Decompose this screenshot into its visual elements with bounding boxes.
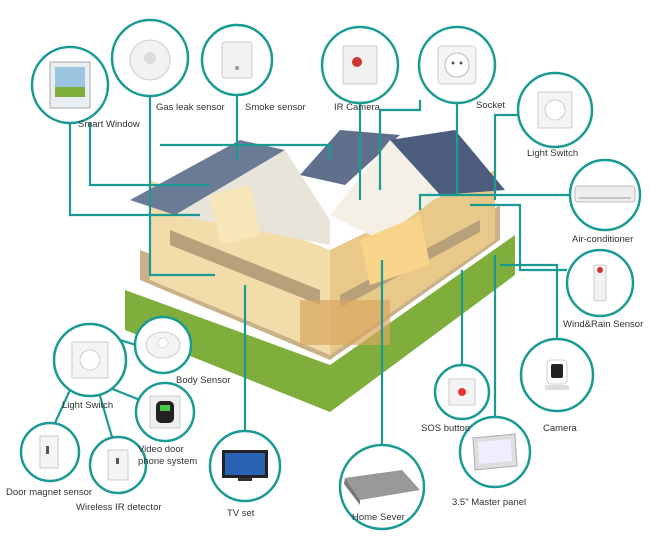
wireless-ir-detector-label: Wireless IR detector: [76, 502, 162, 513]
air-conditioner-label: Air-conditioner: [572, 234, 634, 245]
gas-leak-sensor-label: Gas leak sensor: [156, 102, 225, 113]
smoke-sensor-icon: [221, 41, 253, 79]
body-sensor-label: Body Sensor: [176, 375, 231, 386]
master-panel-label: 3.5" Master panel: [452, 497, 527, 508]
ir-camera-label: IR Camera: [334, 102, 380, 113]
body-sensor-icon: [145, 331, 181, 359]
wind-rain-sensor-icon: [593, 264, 607, 302]
window-icon: [49, 61, 91, 109]
light-switch-icon-left: [71, 341, 109, 379]
door-magnet-icon: [39, 435, 59, 469]
air-conditioner-icon: [574, 185, 636, 203]
master-panel-icon: [472, 433, 518, 471]
home-server-label: Home Sever: [352, 512, 405, 523]
socket-label: Socket: [476, 100, 506, 111]
light-switch-icon: [537, 91, 573, 129]
socket-icon: [437, 45, 477, 85]
tv-icon: [222, 450, 268, 481]
home-server-icon: [344, 470, 420, 505]
tv-set-label: TV set: [227, 508, 255, 519]
door-magnet-sensor-label: Door magnet sensor: [6, 487, 93, 498]
light-switch-left-label: Light Switch: [62, 400, 114, 411]
house-illustration: [125, 130, 515, 412]
ir-camera-icon: [342, 45, 378, 85]
smart-window-label: Smart Window: [78, 119, 140, 130]
sos-button-label: SOS button: [421, 423, 471, 434]
camera-label: Camera: [543, 423, 577, 434]
smoke-sensor-label: Smoke sensor: [245, 102, 306, 113]
light-switch-top-label: Light Switch: [527, 148, 579, 159]
sos-button-icon: [448, 378, 476, 406]
video-door-phone-icon: [149, 395, 181, 429]
wind-rain-sensor-label: Wind&Rain Sensor: [563, 319, 644, 330]
gas-sensor-icon: [129, 39, 171, 81]
camera-icon: [545, 359, 569, 390]
connection-lines: [53, 95, 570, 445]
ir-detector-icon: [107, 449, 129, 481]
video-door-phone-label: Video door phone system: [138, 444, 198, 467]
